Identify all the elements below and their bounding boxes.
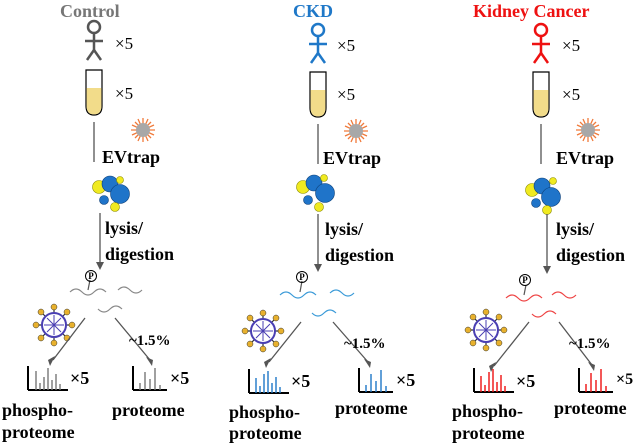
spectrum-phospho-icon bbox=[473, 368, 514, 393]
evtrap-label: EVtrap bbox=[102, 147, 160, 167]
spectrum-proteome-icon bbox=[578, 368, 613, 393]
samples-count: ×5 bbox=[115, 84, 134, 103]
phospho-marker: P bbox=[519, 274, 531, 286]
phospho-label-line1: phospho- bbox=[229, 402, 301, 422]
spectrum-phospho-icon bbox=[27, 366, 68, 391]
spectrum-proteome-icon bbox=[358, 368, 393, 393]
digestion-label: digestion bbox=[556, 245, 626, 265]
phospho-marker: P bbox=[296, 271, 308, 283]
phospho-label-line2: proteome bbox=[2, 422, 75, 442]
phospho-label-line2: proteome bbox=[452, 423, 525, 443]
proteome-replicates: ×5 bbox=[396, 370, 416, 390]
participants-count: ×5 bbox=[115, 34, 134, 53]
spectrum-phospho-icon bbox=[248, 369, 289, 394]
ev-particle-icon bbox=[576, 118, 600, 142]
lysis-label: lysis/ bbox=[105, 218, 144, 238]
arrow-left-icon bbox=[48, 356, 55, 366]
arrow-down-icon bbox=[96, 262, 104, 270]
enrichment-bead-icon bbox=[32, 303, 76, 347]
vesicles-icon bbox=[296, 174, 335, 212]
arrow-right-icon bbox=[364, 359, 371, 368]
panel-title-control: Control bbox=[60, 1, 120, 21]
percent-label: ~1.5% bbox=[129, 333, 171, 349]
ev-particle-icon bbox=[131, 118, 155, 142]
digestion-label: digestion bbox=[325, 245, 395, 265]
proteome-replicates: ×5 bbox=[616, 371, 634, 388]
digestion-label: digestion bbox=[105, 244, 175, 264]
test-tube-icon bbox=[532, 71, 550, 118]
arrow-left-icon bbox=[264, 358, 271, 368]
percent-label: ~1.5% bbox=[569, 336, 611, 352]
arrow-right-icon bbox=[146, 357, 153, 366]
percent-label: ~1.5% bbox=[344, 336, 386, 352]
arrow-left-icon bbox=[489, 362, 496, 372]
phospho-replicates: ×5 bbox=[516, 371, 536, 391]
test-tube-icon bbox=[85, 69, 103, 116]
proteome-replicates: ×5 bbox=[170, 368, 190, 388]
arrow-right-icon bbox=[588, 362, 595, 371]
phospho-label-line1: phospho- bbox=[2, 400, 74, 420]
lysis-label: lysis/ bbox=[556, 219, 595, 239]
samples-count: ×5 bbox=[562, 85, 581, 104]
evtrap-label: EVtrap bbox=[323, 148, 381, 168]
participants-count: ×5 bbox=[337, 36, 356, 55]
phospho-marker: P bbox=[85, 270, 97, 282]
person-icon bbox=[85, 19, 103, 61]
evtrap-label: EVtrap bbox=[556, 148, 614, 168]
person-icon bbox=[309, 22, 327, 64]
peptides-icon bbox=[505, 284, 577, 318]
test-tube-icon bbox=[309, 71, 327, 118]
person-icon bbox=[532, 22, 550, 64]
samples-count: ×5 bbox=[337, 85, 356, 104]
vesicles-icon bbox=[525, 177, 561, 215]
phospho-label-line2: proteome bbox=[229, 423, 302, 443]
arrow-down-icon bbox=[314, 264, 322, 272]
vesicles-icon bbox=[92, 175, 130, 212]
proteome-label: proteome bbox=[554, 398, 627, 418]
lysis-label: lysis/ bbox=[325, 219, 364, 239]
spectrum-proteome-icon bbox=[132, 366, 167, 391]
proteome-label: proteome bbox=[335, 398, 408, 418]
arrow-down-icon bbox=[543, 266, 551, 274]
enrichment-bead-icon bbox=[464, 308, 508, 352]
enrichment-bead-icon bbox=[241, 309, 285, 353]
phospho-replicates: ×5 bbox=[70, 368, 90, 388]
proteome-label: proteome bbox=[112, 400, 185, 420]
panel-title-cancer: Kidney Cancer bbox=[473, 1, 590, 21]
phospho-label-line1: phospho- bbox=[452, 401, 524, 421]
ev-particle-icon bbox=[344, 119, 368, 143]
panel-title-ckd: CKD bbox=[293, 1, 333, 21]
phospho-replicates: ×5 bbox=[291, 371, 311, 391]
participants-count: ×5 bbox=[562, 36, 581, 55]
